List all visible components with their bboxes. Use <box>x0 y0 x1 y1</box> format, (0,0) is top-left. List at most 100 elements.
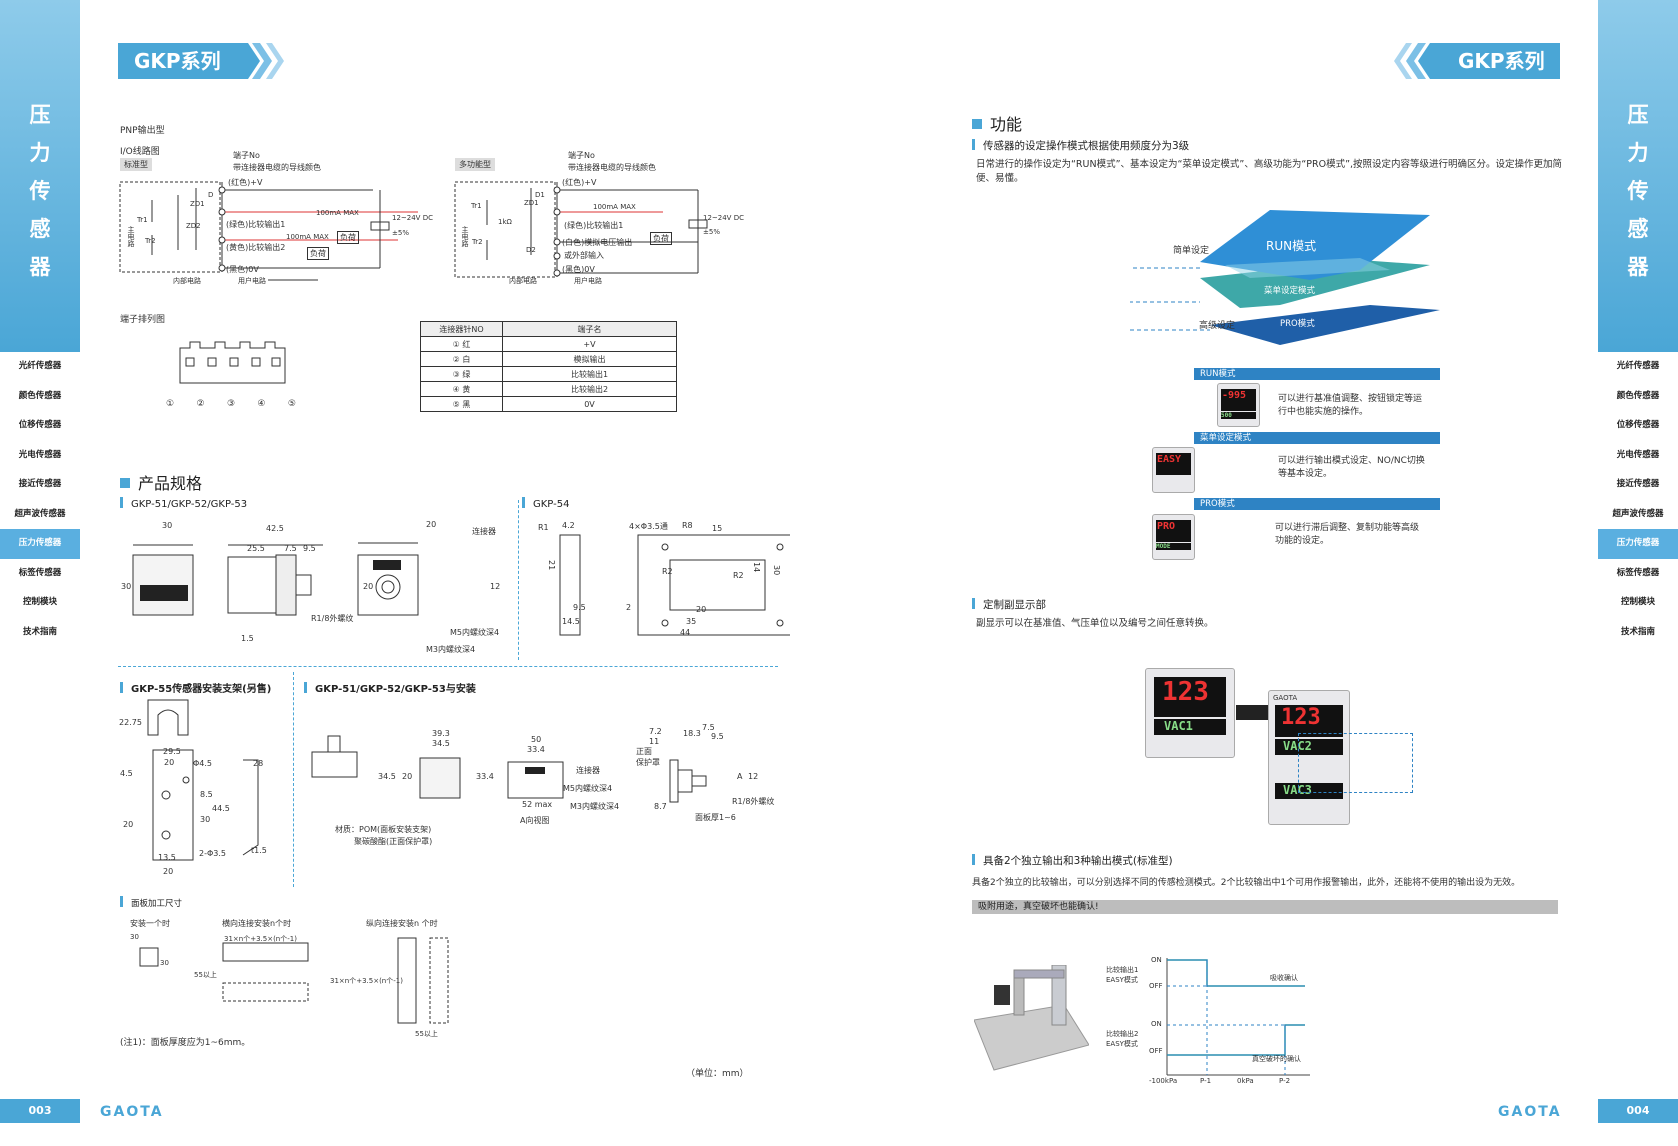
lcd-main: 123 <box>1154 677 1226 717</box>
dim-label: 8.7 <box>654 802 667 811</box>
dim-label: 20 <box>163 867 174 876</box>
table-row: ④ 黄比较输出2 <box>420 381 677 397</box>
dim-label: 11 <box>649 737 660 746</box>
sidebar-item[interactable]: 光电传感器 <box>18 449 62 460</box>
dim-label: 44.5 <box>212 804 230 813</box>
panel-vertical-label: 纵向连接安装n 个时 <box>366 919 438 928</box>
sidebar-item[interactable]: 超声波传感器 <box>14 508 66 519</box>
panel-note: (注1)：面板厚度应为1~6mm。 <box>120 1038 251 1048</box>
dim-label: 12 <box>490 582 501 591</box>
sidebar-item[interactable]: 光纤传感器 <box>18 361 62 371</box>
dim-label: 20 <box>402 772 413 781</box>
red-wire-label: (红色)+V <box>562 178 597 187</box>
yellow-wire-label: (黄色)比较输出2 <box>226 243 286 252</box>
page-number-left: 003 <box>0 1099 80 1123</box>
sidebar-item[interactable]: 接近传感器 <box>1616 479 1660 489</box>
machine-image <box>974 965 1089 1080</box>
left-sidebar: 压力传感器 光纤传感器 颜色传感器 位移传感器 光电传感器 接近传感器 超声波传… <box>0 0 80 1146</box>
sidebar-item[interactable]: 控制模块 <box>22 597 57 607</box>
pin-layout-title: 端子排列图 <box>120 315 166 325</box>
dim-label: 30 <box>160 959 169 967</box>
divider <box>518 500 519 660</box>
dim-label: 29.5 <box>163 747 181 756</box>
lcd-main: -995 <box>1221 389 1256 411</box>
spec-subtitle-a: GKP-51/GKP-52/GKP-53 <box>120 497 247 510</box>
dim-label: 39.3 <box>432 729 450 738</box>
sidebar-item[interactable]: 控制模块 <box>1620 597 1655 607</box>
function-subtitle: 传感器的设定操作模式根据使用频度分为3级 <box>972 138 1189 153</box>
header-right: GKP系列 <box>1442 43 1560 79</box>
table-row: ③ 绿比较输出1 <box>420 366 677 382</box>
white-wire-label: (白色)模拟电压输出 <box>562 238 633 247</box>
dim-label: 9.5 <box>573 603 586 612</box>
load-box: 负荷 <box>337 231 359 244</box>
black-wire-label: (黑色)0V <box>562 265 595 274</box>
bracket-drawing <box>147 699 259 861</box>
dim-label: 保护罩 <box>636 758 660 767</box>
sidebar-item-active[interactable]: 压力传感器 <box>0 529 80 559</box>
lcd-main: EASY <box>1156 453 1191 475</box>
dim-label: 20 <box>123 820 134 829</box>
layer-menu-label: 菜单设定模式 <box>1264 286 1316 296</box>
sensor-device: EASY <box>1152 447 1195 493</box>
timing-label: ON <box>1151 956 1162 964</box>
sidebar-item[interactable]: 技术指南 <box>1620 626 1655 637</box>
chevron-left-icon <box>1394 43 1442 79</box>
sidebar-item[interactable]: 标签传感器 <box>1616 567 1660 578</box>
standard-tag: 标准型 <box>120 158 152 171</box>
layer-pro-label: PRO模式 <box>1280 319 1315 329</box>
dim-label: 8.5 <box>200 790 213 799</box>
dim-label: 34.5 <box>378 772 396 781</box>
dashed-frame <box>1298 733 1413 793</box>
mount-title: GKP-51/GKP-52/GKP-53与安装 <box>304 680 476 695</box>
sidebar-item[interactable]: 超声波传感器 <box>1612 508 1664 519</box>
sidebar-item[interactable]: 位移传感器 <box>1616 420 1660 430</box>
gkp54-dimension-drawing <box>559 534 790 636</box>
diode-1-label: D1 <box>535 191 545 199</box>
dim-label: 2-Φ3.5 <box>199 849 226 858</box>
supply-label: 12~24V DC <box>392 214 433 222</box>
transistor-1-label: Tr1 <box>471 202 482 210</box>
sidebar-item[interactable]: 光电传感器 <box>1616 449 1660 460</box>
dual-output-text: 具备2个独立的比较输出，可以分别选择不同的传感检测模式。2个比较输出中1个可用作… <box>972 878 1521 888</box>
zener-1-label: ZD1 <box>190 200 205 208</box>
dim-label: 50 <box>531 735 542 744</box>
dim-label: 14 <box>752 562 761 573</box>
dim-label: 55以上 <box>194 971 217 979</box>
current-label: 100mA MAX <box>593 203 636 211</box>
dim-label: 30 <box>772 565 781 576</box>
divider <box>118 666 778 667</box>
page-number-right: 004 <box>1598 1099 1678 1123</box>
main-circuit-label: 主电路 <box>127 226 135 247</box>
table-header: 端子名 <box>502 321 677 337</box>
green-wire-label: (绿色)比较输出1 <box>564 221 624 230</box>
dim-label: 13.5 <box>158 853 176 862</box>
bracket-title: GKP-55传感器安装支架(另售) <box>120 680 271 695</box>
sidebar-item[interactable]: 颜色传感器 <box>1616 390 1660 401</box>
red-wire-label: (红色)+V <box>228 178 263 187</box>
standard-circuit-diagram <box>119 181 418 281</box>
table-row: ② 白模拟输出 <box>420 351 677 367</box>
simple-setting-label: 简单设定 <box>1173 246 1210 256</box>
sidebar-title: 压力传感器 <box>1627 103 1649 279</box>
right-sidebar: 压力传感器 光纤传感器 颜色传感器 位移传感器 光电传感器 接近传感器 超声波传… <box>1598 0 1678 1146</box>
dim-label: 31×n个+3.5×(n个-1) <box>224 935 297 943</box>
main-circuit-label: 主电路 <box>461 226 469 247</box>
mode-description: 可以进行基准值调整、按钮锁定等运行中也能实施的操作。 <box>1278 394 1423 417</box>
table-header: 连接器针NO <box>420 321 503 337</box>
sidebar-item[interactable]: 光纤传感器 <box>1616 361 1660 371</box>
timing-label: 真空破坏的确认 <box>1252 1055 1301 1063</box>
sidebar-item[interactable]: 标签传感器 <box>18 567 62 578</box>
dim-label: 4.5 <box>120 769 133 778</box>
sidebar-item[interactable]: 位移传感器 <box>18 420 62 430</box>
terminal-no-label: 端子No <box>568 151 595 160</box>
dim-label: 4.2 <box>562 521 575 530</box>
dim-label: 18.3 <box>683 729 701 738</box>
sidebar-item[interactable]: 接近传感器 <box>18 479 62 489</box>
chevron-right-icon <box>236 43 284 79</box>
dim-label: 35 <box>686 617 697 626</box>
dim-label: t1.5 <box>251 846 267 855</box>
sidebar-item[interactable]: 技术指南 <box>22 626 57 637</box>
sidebar-item[interactable]: 颜色传感器 <box>18 390 62 401</box>
sidebar-item-active[interactable]: 压力传感器 <box>1598 529 1678 559</box>
